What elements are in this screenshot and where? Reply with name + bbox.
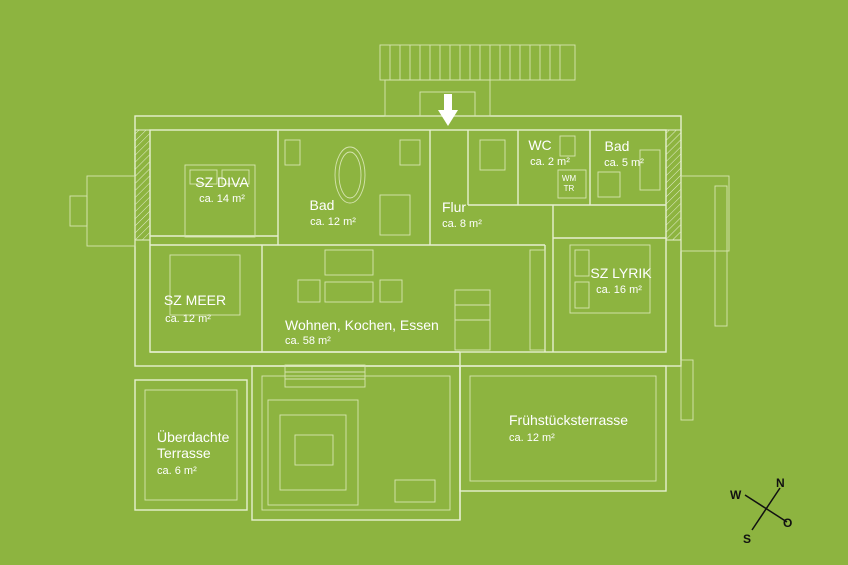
room-area-wohnen: ca. 58 m² — [285, 335, 331, 347]
room-name-wc: WC — [528, 137, 551, 153]
room-name-fruehstueck: Frühstücksterrasse — [509, 412, 628, 428]
side-structures — [69, 175, 730, 421]
room-bad-2: Bad ca. 5 m² — [604, 138, 644, 169]
entrance-stairs — [379, 44, 576, 117]
bed-lyrik — [569, 244, 651, 314]
compass: N O S W — [730, 476, 792, 546]
room-area-wc: ca. 2 m² — [530, 156, 570, 168]
room-area-fruehstueck: ca. 12 m² — [509, 432, 555, 444]
room-fruehstueckterrasse: Frühstücksterrasse ca. 12 m² — [509, 412, 628, 444]
room-name-terrasse-2: Terrasse — [157, 445, 211, 461]
living-furniture — [297, 249, 546, 503]
compass-n-icon: N — [776, 476, 785, 490]
washer-dryer: WM TR — [562, 174, 577, 193]
label-wm: WM — [562, 174, 577, 183]
room-wohnen: Wohnen, Kochen, Essen ca. 58 m² — [285, 317, 439, 347]
room-name-bad-2: Bad — [605, 138, 630, 154]
room-name-sz-diva: SZ DIVA — [195, 174, 249, 190]
room-name-flur: Flur — [442, 199, 466, 215]
room-name-wohnen: Wohnen, Kochen, Essen — [285, 317, 439, 333]
wc-fixtures — [479, 135, 661, 199]
compass-o-icon: O — [783, 516, 792, 530]
room-name-sz-lyrik: SZ LYRIK — [590, 265, 652, 281]
room-name-terrasse-1: Überdachte — [157, 428, 230, 445]
room-sz-diva: SZ DIVA ca. 14 m² — [195, 174, 249, 205]
terraces — [134, 364, 667, 521]
compass-w-icon: W — [730, 488, 742, 502]
bathtub — [284, 139, 421, 236]
room-area-bad-2: ca. 5 m² — [604, 157, 644, 169]
room-sz-lyrik: SZ LYRIK ca. 16 m² — [590, 265, 652, 296]
room-flur: Flur ca. 8 m² — [442, 199, 482, 230]
room-ueberdachte-terrasse: Überdachte Terrasse ca. 6 m² — [157, 428, 230, 477]
label-tr: TR — [564, 184, 575, 193]
room-area-flur: ca. 8 m² — [442, 218, 482, 230]
room-area-sz-meer: ca. 12 m² — [165, 313, 211, 325]
bed-diva — [184, 164, 256, 238]
compass-s-icon: S — [743, 532, 751, 546]
room-area-bad-1: ca. 12 m² — [310, 216, 356, 228]
room-area-sz-lyrik: ca. 16 m² — [596, 284, 642, 296]
room-name-sz-meer: SZ MEER — [164, 292, 226, 308]
bed-meer — [169, 254, 241, 316]
room-wc: WC ca. 2 m² — [528, 137, 570, 168]
entrance-arrow-icon — [438, 94, 458, 126]
room-sz-meer: SZ MEER ca. 12 m² — [164, 292, 226, 325]
room-area-sz-diva: ca. 14 m² — [199, 193, 245, 205]
room-area-terrasse: ca. 6 m² — [157, 465, 197, 477]
room-bad-1: Bad ca. 12 m² — [310, 197, 357, 228]
room-name-bad-1: Bad — [310, 197, 335, 213]
